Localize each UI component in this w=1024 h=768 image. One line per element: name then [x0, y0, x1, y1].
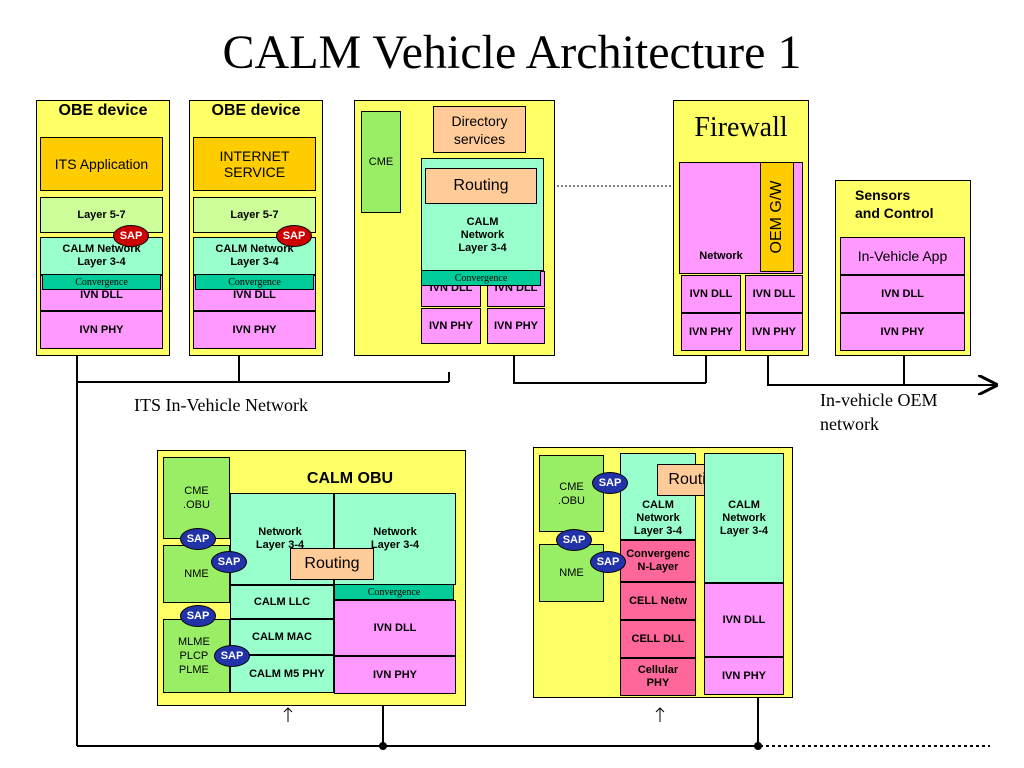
router-directory-services: Directory services [433, 106, 526, 153]
firewall-ivn-dll-2: IVN DLL [745, 275, 803, 313]
router-routing: Routing [425, 168, 537, 204]
obu-calm-llc: CALM LLC [230, 585, 334, 619]
router-cme: CME [361, 111, 401, 213]
cell-network-1: CALM Network Layer 3-4 [633, 498, 683, 537]
obu-sap-nme: SAP [211, 551, 247, 573]
router-calm-network-label: CALM Network Layer 3-4 [458, 215, 507, 254]
cell-ivn-phy: IVN PHY [704, 657, 784, 695]
obu-cme: CME .OBU [163, 457, 230, 539]
obe1-its-application: ITS Application [40, 137, 163, 191]
cell-sap-nme-left: SAP [556, 529, 592, 551]
sensors-ivn-phy: IVN PHY [840, 313, 965, 351]
obe1-calm-network: CALM Network Layer 3-4 [40, 237, 163, 275]
cell-cellular-phy: Cellular PHY [620, 658, 696, 696]
obe2-ivn-phy: IVN PHY [193, 311, 316, 349]
obe2-header: OBE device [211, 102, 301, 119]
obu-sap-mac: SAP [214, 645, 250, 667]
obu-sap-cme: SAP [180, 528, 216, 550]
firewall-network-label: Network [699, 249, 743, 262]
obe1-convergence: Convergence [42, 274, 161, 290]
page-title: CALM Vehicle Architecture 1 [222, 25, 802, 79]
obe1-header: OBE device [58, 102, 148, 119]
firewall-oem-gw-label: OEM G/W [768, 180, 785, 254]
obu-ivn-dll: IVN DLL [334, 600, 456, 656]
obu-convergence: Convergence [334, 584, 454, 600]
firewall-title: Firewall [694, 112, 788, 143]
firewall-ivn-dll-1: IVN DLL [681, 275, 741, 313]
cell-cell-dll: CELL DLL [620, 620, 696, 658]
obu-network-2: Network Layer 3-4 [370, 526, 420, 551]
firewall-oem-gw [760, 162, 794, 272]
router-convergence: Convergence [421, 270, 541, 286]
sensors-ivn-dll: IVN DLL [840, 275, 965, 313]
obu-title: CALM OBU [306, 470, 394, 487]
firewall-ivn-phy-1: IVN PHY [681, 313, 741, 351]
obe2-internet-service: INTERNET SERVICE [193, 137, 316, 191]
obe2-sap-badge: SAP [276, 225, 312, 247]
its-network-label: ITS In-Vehicle Network [134, 395, 308, 415]
obe2-convergence: Convergence [195, 274, 314, 290]
firewall-ivn-phy-2: IVN PHY [745, 313, 803, 351]
obu-routing: Routing [290, 548, 374, 580]
obu-ivn-phy: IVN PHY [334, 656, 456, 694]
sensors-title: Sensors and Control [855, 187, 934, 221]
obe1-sap-badge: SAP [113, 225, 149, 247]
cell-nme: NME [539, 544, 604, 602]
cell-ivn-dll: IVN DLL [704, 583, 784, 657]
obu-sap-mlme: SAP [180, 605, 216, 627]
cell-convergence: Convergenc N-Layer [620, 540, 696, 582]
obe1-layer-5-7: Layer 5-7 [40, 197, 163, 233]
oem-network-label: In-vehicle OEM network [820, 390, 938, 434]
obu-calm-mac: CALM MAC [230, 619, 334, 655]
cell-cme: CME .OBU [539, 455, 604, 532]
router-ivn-phy-1: IVN PHY [421, 308, 481, 344]
obe1-ivn-phy: IVN PHY [40, 311, 163, 349]
cell-sap-nme-right: SAP [590, 551, 626, 573]
cell-sap-cme: SAP [592, 472, 628, 494]
sensors-in-vehicle-app: In-Vehicle App [840, 237, 965, 275]
cell-cell-network: CELL Netw [620, 582, 696, 620]
router-ivn-phy-2: IVN PHY [487, 308, 545, 344]
cell-network-2: CALM Network Layer 3-4 [704, 453, 784, 583]
